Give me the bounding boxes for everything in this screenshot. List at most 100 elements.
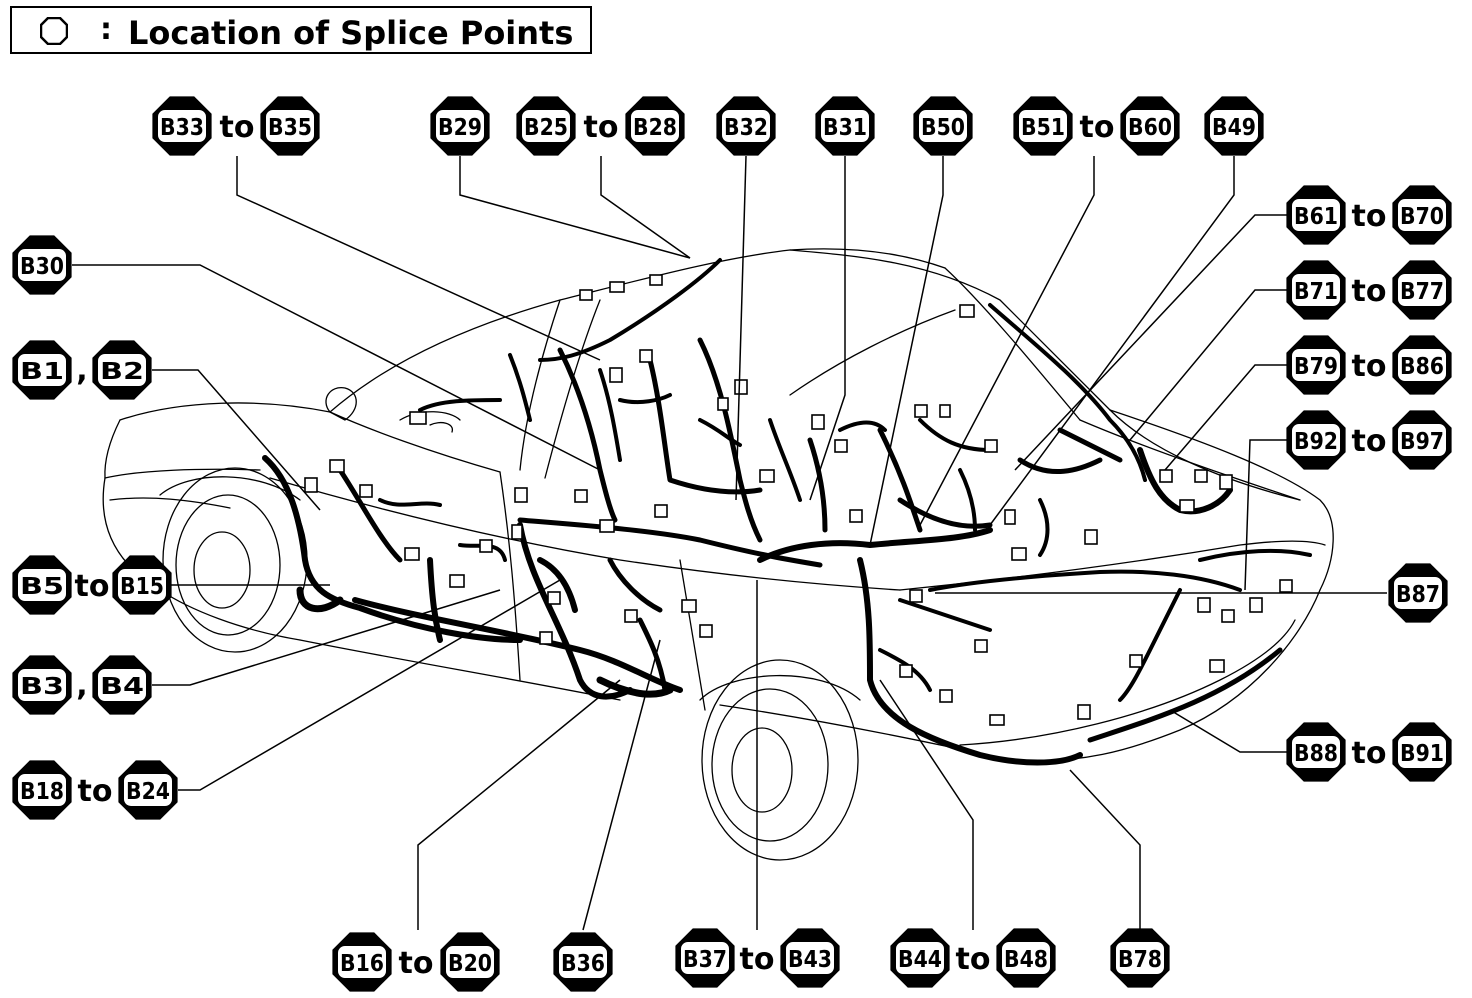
splice-label-b79: B79 [1286,335,1346,395]
splice-label-text: B15 [120,574,164,600]
splice-label-text: B91 [1400,741,1444,767]
splice-label-b97: B97 [1392,410,1452,470]
connector-word-to: to [75,569,110,604]
splice-label-b16: B16 [332,932,392,992]
splice-label-text: B20 [448,951,492,977]
splice-label-b86: B86 [1392,335,1452,395]
splice-label-b33: B33 [152,96,212,156]
splice-label-text: B25 [524,115,568,141]
connector-word-to: to [220,110,255,145]
splice-label-text: B77 [1400,279,1444,305]
splice-label-text: B78 [1118,947,1162,973]
splice-label-b71: B71 [1286,260,1346,320]
splice-label-b25: B25 [516,96,576,156]
connector-word-to: to [584,110,619,145]
splice-label-b49: B49 [1204,96,1264,156]
splice-label-text: B32 [724,115,768,141]
connector-word-to: to [399,946,434,981]
connector-word-to: to [1080,110,1115,145]
splice-label-text: B86 [1400,354,1444,380]
splice-label-text: B87 [1396,582,1440,608]
splice-label-b4: B4 [92,655,152,715]
splice-label-b30: B30 [12,235,72,295]
splice-label-text: B71 [1294,279,1338,305]
splice-label-b50: B50 [913,96,973,156]
splice-label-b24: B24 [118,760,178,820]
octagon-outline-icon [40,17,68,45]
splice-label-b29: B29 [430,96,490,156]
splice-label-b48: B48 [996,928,1056,988]
splice-label-b32: B32 [716,96,776,156]
splice-label-b5: B5 [12,555,72,615]
splice-label-text: B2 [100,359,144,385]
splice-label-b18: B18 [12,760,72,820]
splice-label-b31: B31 [815,96,875,156]
legend-box: : Location of Splice Points [10,6,592,54]
splice-label-text: B24 [126,779,170,805]
splice-label-b35: B35 [260,96,320,156]
connectors [304,274,1293,726]
splice-label-b70: B70 [1392,185,1452,245]
connector-word-to: to [78,774,113,809]
splice-label-b60: B60 [1120,96,1180,156]
splice-label-text: B79 [1294,354,1338,380]
splice-label-text: B3 [20,674,64,700]
splice-label-text: B61 [1294,204,1338,230]
splice-label-text: B50 [921,115,965,141]
splice-label-text: B29 [438,115,482,141]
splice-label-text: B92 [1294,429,1338,455]
splice-label-b44: B44 [890,928,950,988]
leader-lines [72,155,1387,931]
splice-label-b92: B92 [1286,410,1346,470]
splice-label-b37: B37 [675,928,735,988]
splice-label-text: B33 [160,115,204,141]
splice-label-text: B60 [1128,115,1172,141]
splice-label-text: B51 [1021,115,1065,141]
wire-harness [262,258,1312,766]
splice-label-text: B48 [1004,947,1048,973]
splice-label-b88: B88 [1286,722,1346,782]
splice-label-text: B4 [100,674,144,700]
car-body-illustration [102,248,1334,861]
splice-label-b36: B36 [553,932,613,992]
connector-word-to: to [1352,274,1387,309]
splice-label-b91: B91 [1392,722,1452,782]
splice-label-text: B35 [268,115,312,141]
splice-label-text: B88 [1294,741,1338,767]
splice-label-text: B18 [20,779,64,805]
connector-comma: , [76,668,87,703]
splice-label-text: B31 [823,115,867,141]
connector-word-to: to [956,942,991,977]
splice-label-b77: B77 [1392,260,1452,320]
splice-label-text: B97 [1400,429,1444,455]
splice-label-b61: B61 [1286,185,1346,245]
splice-label-b15: B15 [112,555,172,615]
legend-title: Location of Splice Points [128,14,574,52]
splice-label-text: B49 [1212,115,1256,141]
splice-label-text: B28 [633,115,677,141]
connector-word-to: to [1352,736,1387,771]
splice-label-b51: B51 [1013,96,1073,156]
splice-label-b20: B20 [440,932,500,992]
splice-label-b1: B1 [12,340,72,400]
splice-label-text: B70 [1400,204,1444,230]
splice-label-text: B37 [683,947,727,973]
connector-word-to: to [740,942,775,977]
splice-label-text: B43 [788,947,832,973]
legend-colon: : [100,12,112,47]
splice-label-b43: B43 [780,928,840,988]
connector-word-to: to [1352,199,1387,234]
splice-label-b3: B3 [12,655,72,715]
connector-words: to to to to to to to to to to to to to,, [75,110,1387,981]
splice-label-text: B16 [340,951,384,977]
splice-label-text: B1 [20,359,64,385]
splice-label-b78: B78 [1110,928,1170,988]
connector-comma: , [76,353,87,388]
connector-word-to: to [1352,349,1387,384]
connector-word-to: to [1352,424,1387,459]
splice-label-text: B36 [561,951,605,977]
splice-label-b28: B28 [625,96,685,156]
splice-label-b2: B2 [92,340,152,400]
